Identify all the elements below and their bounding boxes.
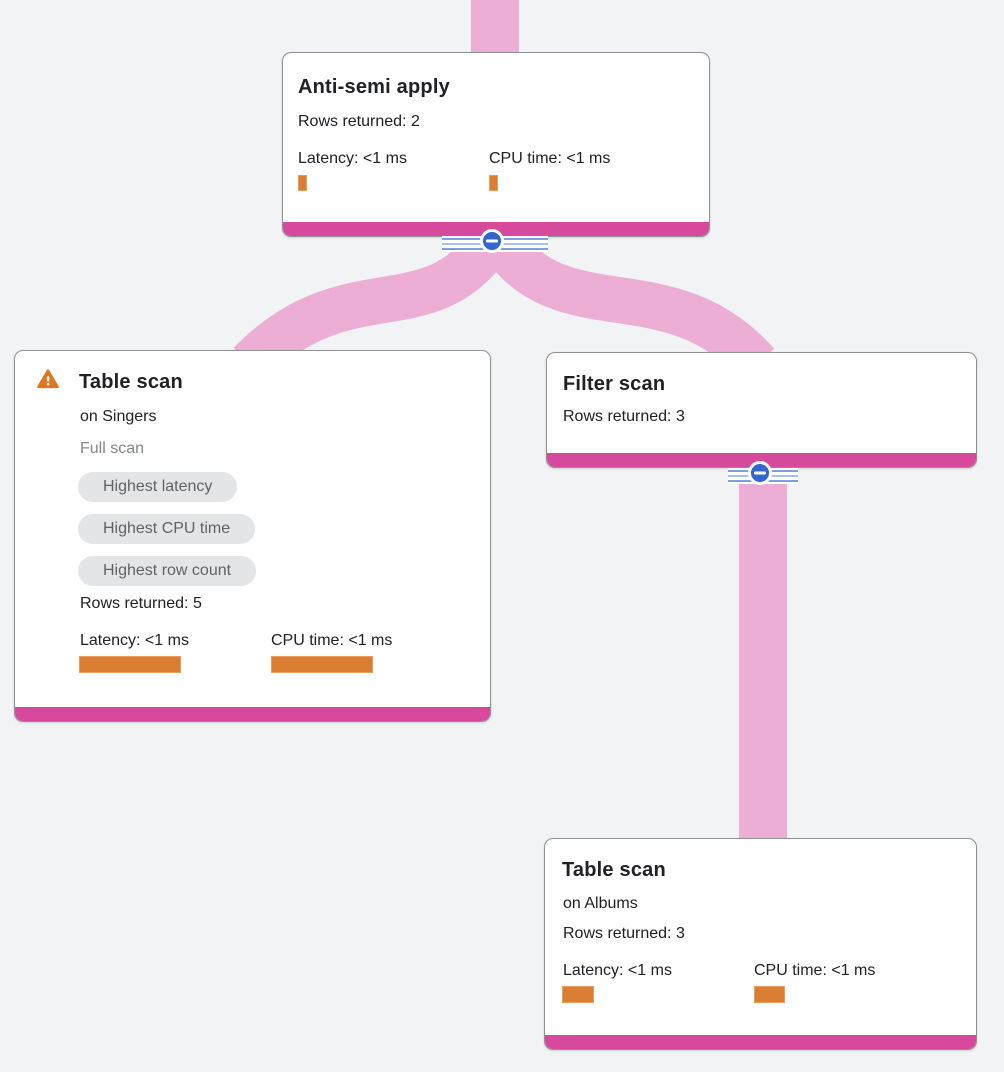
node-title: Table scan [79,371,183,393]
cpu-time-label: CPU time: <1 ms [754,962,876,979]
node-title: Anti-semi apply [298,76,450,98]
latency-bar [562,986,594,1003]
edge-filter-to-albums [739,466,787,842]
node-filter-scan[interactable]: Filter scan Rows returned: 3 [546,352,977,468]
scan-target: on Singers [80,408,157,425]
scan-target: on Albums [563,895,638,912]
badge-highest-cpu-time: Highest CPU time [78,514,256,544]
latency-label: Latency: <1 ms [563,962,672,979]
collapse-button-root[interactable] [480,229,504,253]
scan-mode: Full scan [80,440,145,457]
node-accent-bar [545,1035,976,1049]
node-accent-bar [15,707,490,721]
cpu-time-bar [271,656,373,673]
collapse-button-filter[interactable] [748,461,772,485]
edge-root-to-singers [233,230,508,381]
minus-icon [754,471,766,475]
warning-icon [37,369,59,389]
node-anti-semi-apply[interactable]: Anti-semi apply Rows returned: 2 Latency… [282,52,710,237]
cpu-time-label: CPU time: <1 ms [489,150,611,167]
node-title: Filter scan [563,373,666,395]
node-table-scan-singers[interactable]: Table scan on Singers Full scan Highest … [14,350,491,722]
rows-returned: Rows returned: 3 [563,925,685,942]
latency-bar [79,656,181,673]
rows-returned: Rows returned: 3 [563,408,685,425]
badge-highest-row-count: Highest row count [78,556,257,586]
node-table-scan-albums[interactable]: Table scan on Albums Rows returned: 3 La… [544,838,977,1050]
node-accent-bar [547,453,976,467]
edge-root-to-filter [484,230,775,380]
latency-label: Latency: <1 ms [298,150,407,167]
minus-icon [486,239,498,243]
rows-returned: Rows returned: 2 [298,113,420,130]
latency-bar [298,175,307,191]
edge-parent-to-root [471,0,519,58]
cpu-time-bar [489,175,498,191]
node-title: Table scan [562,859,666,881]
rows-returned: Rows returned: 5 [80,595,202,612]
badge-highest-latency: Highest latency [78,472,238,502]
cpu-time-bar [754,986,785,1003]
latency-label: Latency: <1 ms [80,632,189,649]
cpu-time-label: CPU time: <1 ms [271,632,393,649]
